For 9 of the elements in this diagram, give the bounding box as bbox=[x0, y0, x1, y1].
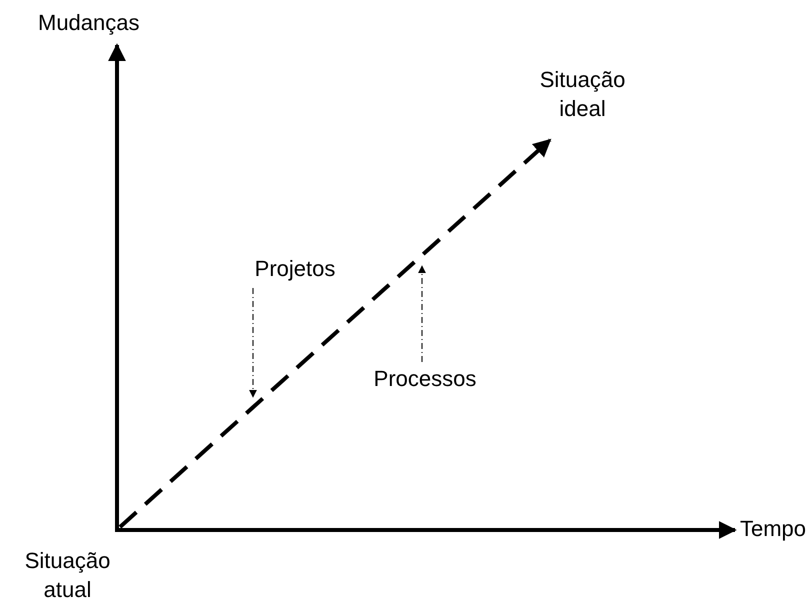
dashed-arrow bbox=[118, 138, 552, 528]
leader-arrow bbox=[418, 265, 426, 362]
situation-label: Situação ideal bbox=[520, 65, 645, 123]
annotation-label: Processos bbox=[340, 364, 510, 393]
situation-label: Situação atual bbox=[5, 546, 130, 604]
axis-label: Mudanças bbox=[38, 9, 140, 37]
axis-label: Tempo bbox=[740, 515, 806, 543]
annotation-label: Projetos bbox=[230, 254, 360, 283]
leader-arrow bbox=[249, 288, 257, 398]
